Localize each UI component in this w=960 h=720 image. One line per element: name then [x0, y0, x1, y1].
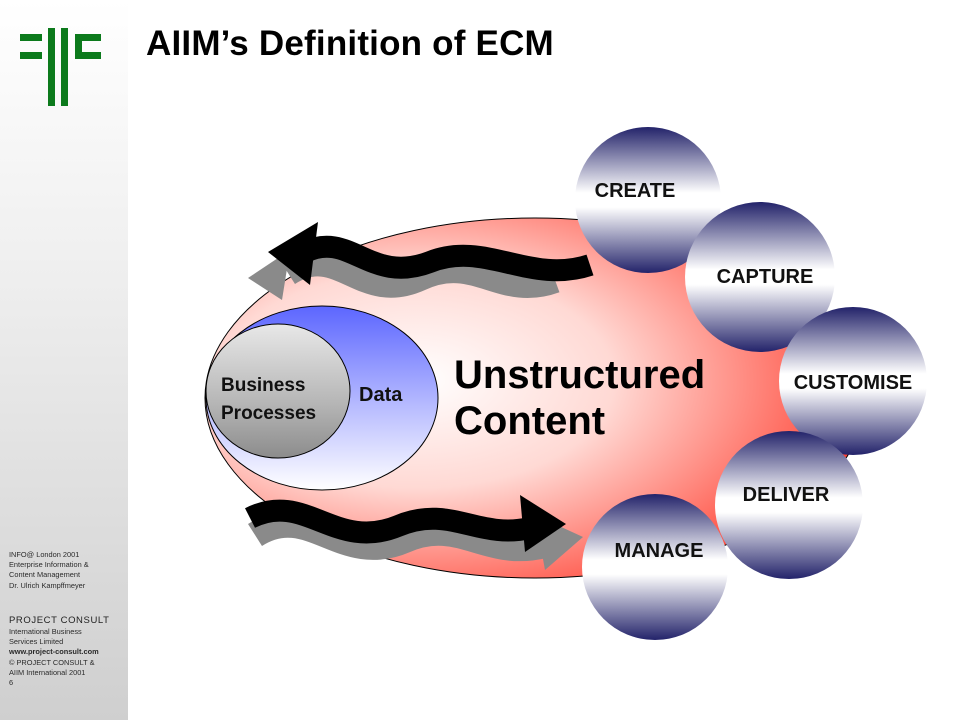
sidebar: INFO@ London 2001 Enterprise Information… — [0, 0, 128, 720]
top-wave-arrow — [248, 222, 594, 300]
manage-circle — [582, 494, 728, 640]
data-label: Data — [359, 384, 403, 406]
page-number: 6 — [9, 678, 14, 688]
business-processes-circle — [205, 323, 351, 459]
copyright-line: © PROJECT CONSULT & — [9, 657, 95, 667]
create-label: CREATE — [594, 180, 676, 202]
customise-circle — [779, 307, 927, 455]
presentation-info: INFO@ London 2001 Enterprise Information… — [9, 550, 129, 591]
create-circle — [575, 127, 721, 273]
bottom-wave-arrow — [245, 495, 583, 570]
company-url[interactable]: www.project-consult.com — [9, 647, 99, 657]
info-line: INFO@ London 2001 — [9, 550, 80, 559]
center-label-line1: Unstructured — [454, 353, 706, 397]
manage-label: MANAGE — [614, 540, 704, 562]
project-consult-logo — [20, 28, 101, 106]
capture-circle — [685, 202, 835, 352]
info-line: Enterprise Information & — [9, 560, 89, 570]
info-line: Content Management — [9, 570, 81, 580]
slide-title: AIIM’s Definition of ECM — [146, 24, 554, 63]
unstructured-content-label: Unstructured Content — [454, 352, 705, 444]
company-info: PROJECT CONSULT International Business S… — [9, 615, 129, 688]
copyright-line: AIIM International 2001 — [9, 667, 86, 677]
business-processes-label: Business Processes — [221, 372, 316, 428]
capture-label: CAPTURE — [716, 266, 814, 288]
center-label-line2: Content — [454, 399, 606, 443]
deliver-circle — [715, 431, 863, 579]
company-line: International Business — [9, 627, 82, 636]
author-line: Dr. Ulrich Kampffmeyer — [9, 580, 86, 590]
company-line: Services Limited — [9, 637, 64, 647]
customise-label: CUSTOMISE — [793, 372, 913, 394]
deliver-label: DELIVER — [742, 484, 830, 506]
company-name: PROJECT CONSULT — [9, 615, 110, 626]
business-line1: Business — [221, 375, 306, 396]
business-line2: Processes — [221, 403, 317, 424]
